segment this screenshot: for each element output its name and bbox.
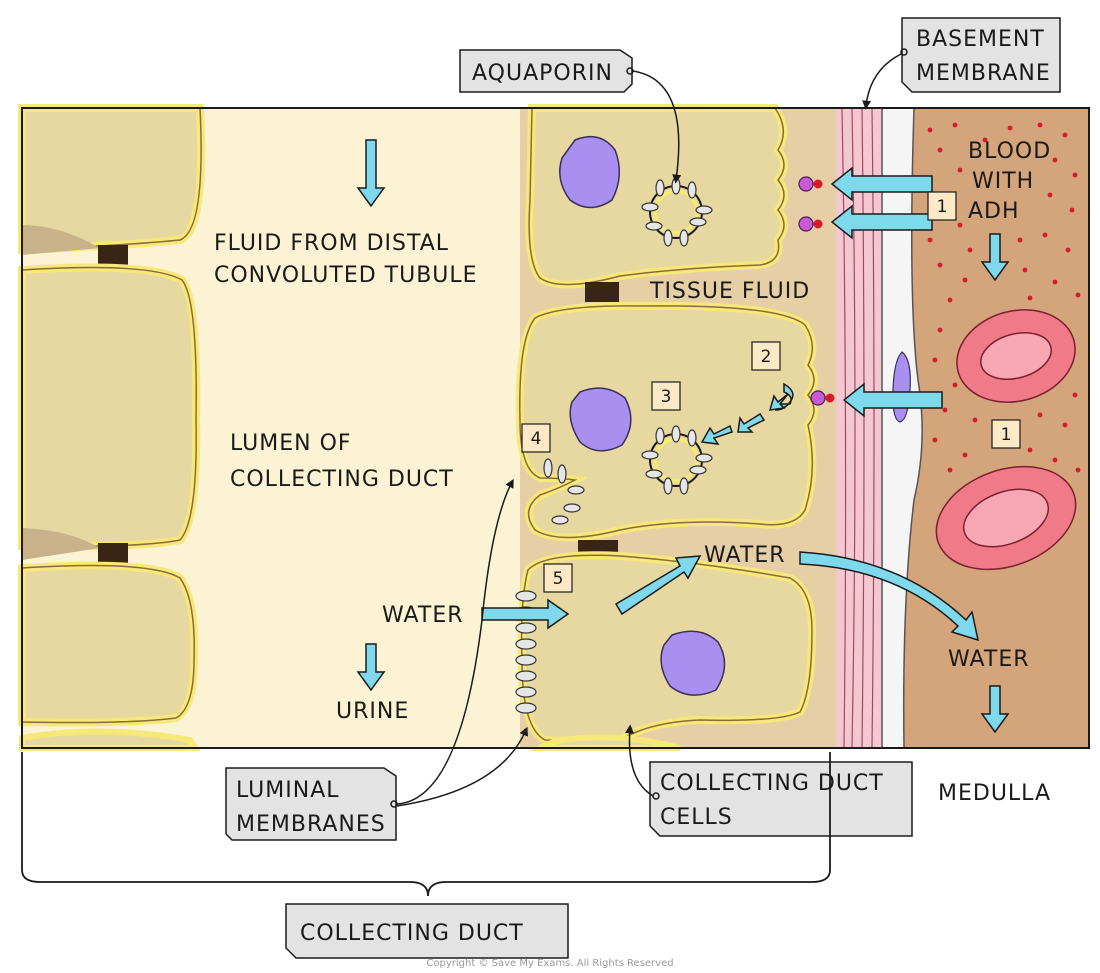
step-5: 5 [553,569,564,589]
step-2: 2 [761,347,772,367]
arrow-water-curve [799,551,980,642]
collecting-duct-callout: COLLECTING DUCT [285,903,569,959]
arrow-down-fluid [356,139,386,208]
cd-cell-middle [515,301,818,542]
adh-receptors [798,176,835,406]
fluid-label-line2: CONVOLUTED TUBULE [214,263,478,288]
basement-membrane [836,107,882,749]
luminal-membranes-callout: LUMINAL MEMBRANES [225,478,528,841]
panel-labels: FLUID FROM DISTAL CONVOLUTED TUBULE TISS… [214,139,1051,724]
flow-arrows [356,139,1010,734]
left-cell-edge [22,225,100,255]
fluid-label-line1: FLUID FROM DISTAL [214,231,449,256]
tight-junction [98,543,128,565]
step-box [751,341,781,371]
arrow-water-diagonal [614,555,702,616]
step-box [651,381,681,411]
collecting-duct-bracket [21,752,831,897]
left-cell-edge [22,528,100,560]
medulla-label: MEDULLA [938,781,1051,806]
lumen-label-line2: COLLECTING DUCT [230,467,454,492]
arrow-down-urine [356,643,386,692]
nucleus [559,135,621,209]
step-markers: 1 1 2 3 4 5 [521,191,1021,593]
arrow-adh-1 [830,166,933,202]
basement-label-line2: MEMBRANE [916,61,1051,86]
blood-label-line1: BLOOD [968,139,1051,164]
blood-label-line2: WITH [972,169,1034,194]
water-label-middle: WATER [704,543,786,568]
arrow-dash-1 [768,393,789,411]
cd-cell-top [528,107,785,286]
basement-label-line1: BASEMENT [916,27,1045,52]
nucleus [660,630,726,696]
nucleus [569,387,632,452]
cd-cell-middle [519,305,815,539]
cd-cells-callout: COLLECTING DUCT CELLS [625,724,913,837]
adh-receptor [810,390,826,406]
main-panel-border [21,107,1090,749]
luminal-label-line2: MEMBRANES [236,812,386,837]
cd-cell-partial [529,734,681,751]
step-1a: 1 [937,197,948,217]
arrow-water-into-cell [481,598,570,630]
cd-cells-label-line1: COLLECTING DUCT [660,771,884,796]
arrow-dash-2 [737,412,766,433]
arrow-down-blood [980,233,1010,282]
aquaporin-callout: AQUAPORIN [459,49,682,184]
left-cell [18,561,199,727]
luminal-label-line1: LUMINAL [236,778,340,803]
step-4: 4 [531,429,542,449]
blood-label-line3: ADH [968,199,1020,224]
tight-junction [98,245,128,267]
step-box [543,563,573,593]
step-box [521,423,551,453]
left-cell [21,266,197,548]
left-wall-cells [18,104,206,751]
left-cell [19,728,201,751]
tight-junction [585,282,619,302]
left-cell [18,263,201,551]
cd-cells-label-line2: CELLS [660,805,733,830]
adh-molecules [922,122,1081,473]
aquaporin-label: AQUAPORIN [472,61,613,86]
water-label-left: WATER [382,603,464,628]
arrow-down-water-right [980,685,1010,734]
water-label-right: WATER [948,647,1030,672]
lumen-label-line1: LUMEN OF [230,431,352,456]
collecting-duct-cells [515,104,818,751]
step-box [927,191,957,221]
arrow-adh-3 [842,382,943,418]
step-1b: 1 [1001,425,1012,445]
collecting-duct-label: COLLECTING DUCT [300,921,524,946]
step-box [991,419,1021,449]
copyright-text: Copyright © Save My Exams. All Rights Re… [426,958,673,969]
tissue-fluid-label: TISSUE FLUID [649,279,810,304]
adh-receptor [798,216,814,232]
adh-receptor [798,176,814,192]
urine-label: URINE [336,699,409,724]
arrow-adh-2 [830,204,933,240]
basement-membrane-callout: BASEMENT MEMBRANE [862,17,1061,110]
step-3: 3 [661,387,672,407]
arrow-dash-3 [700,424,733,445]
red-blood-cells [935,309,1077,571]
left-cell [21,564,195,724]
